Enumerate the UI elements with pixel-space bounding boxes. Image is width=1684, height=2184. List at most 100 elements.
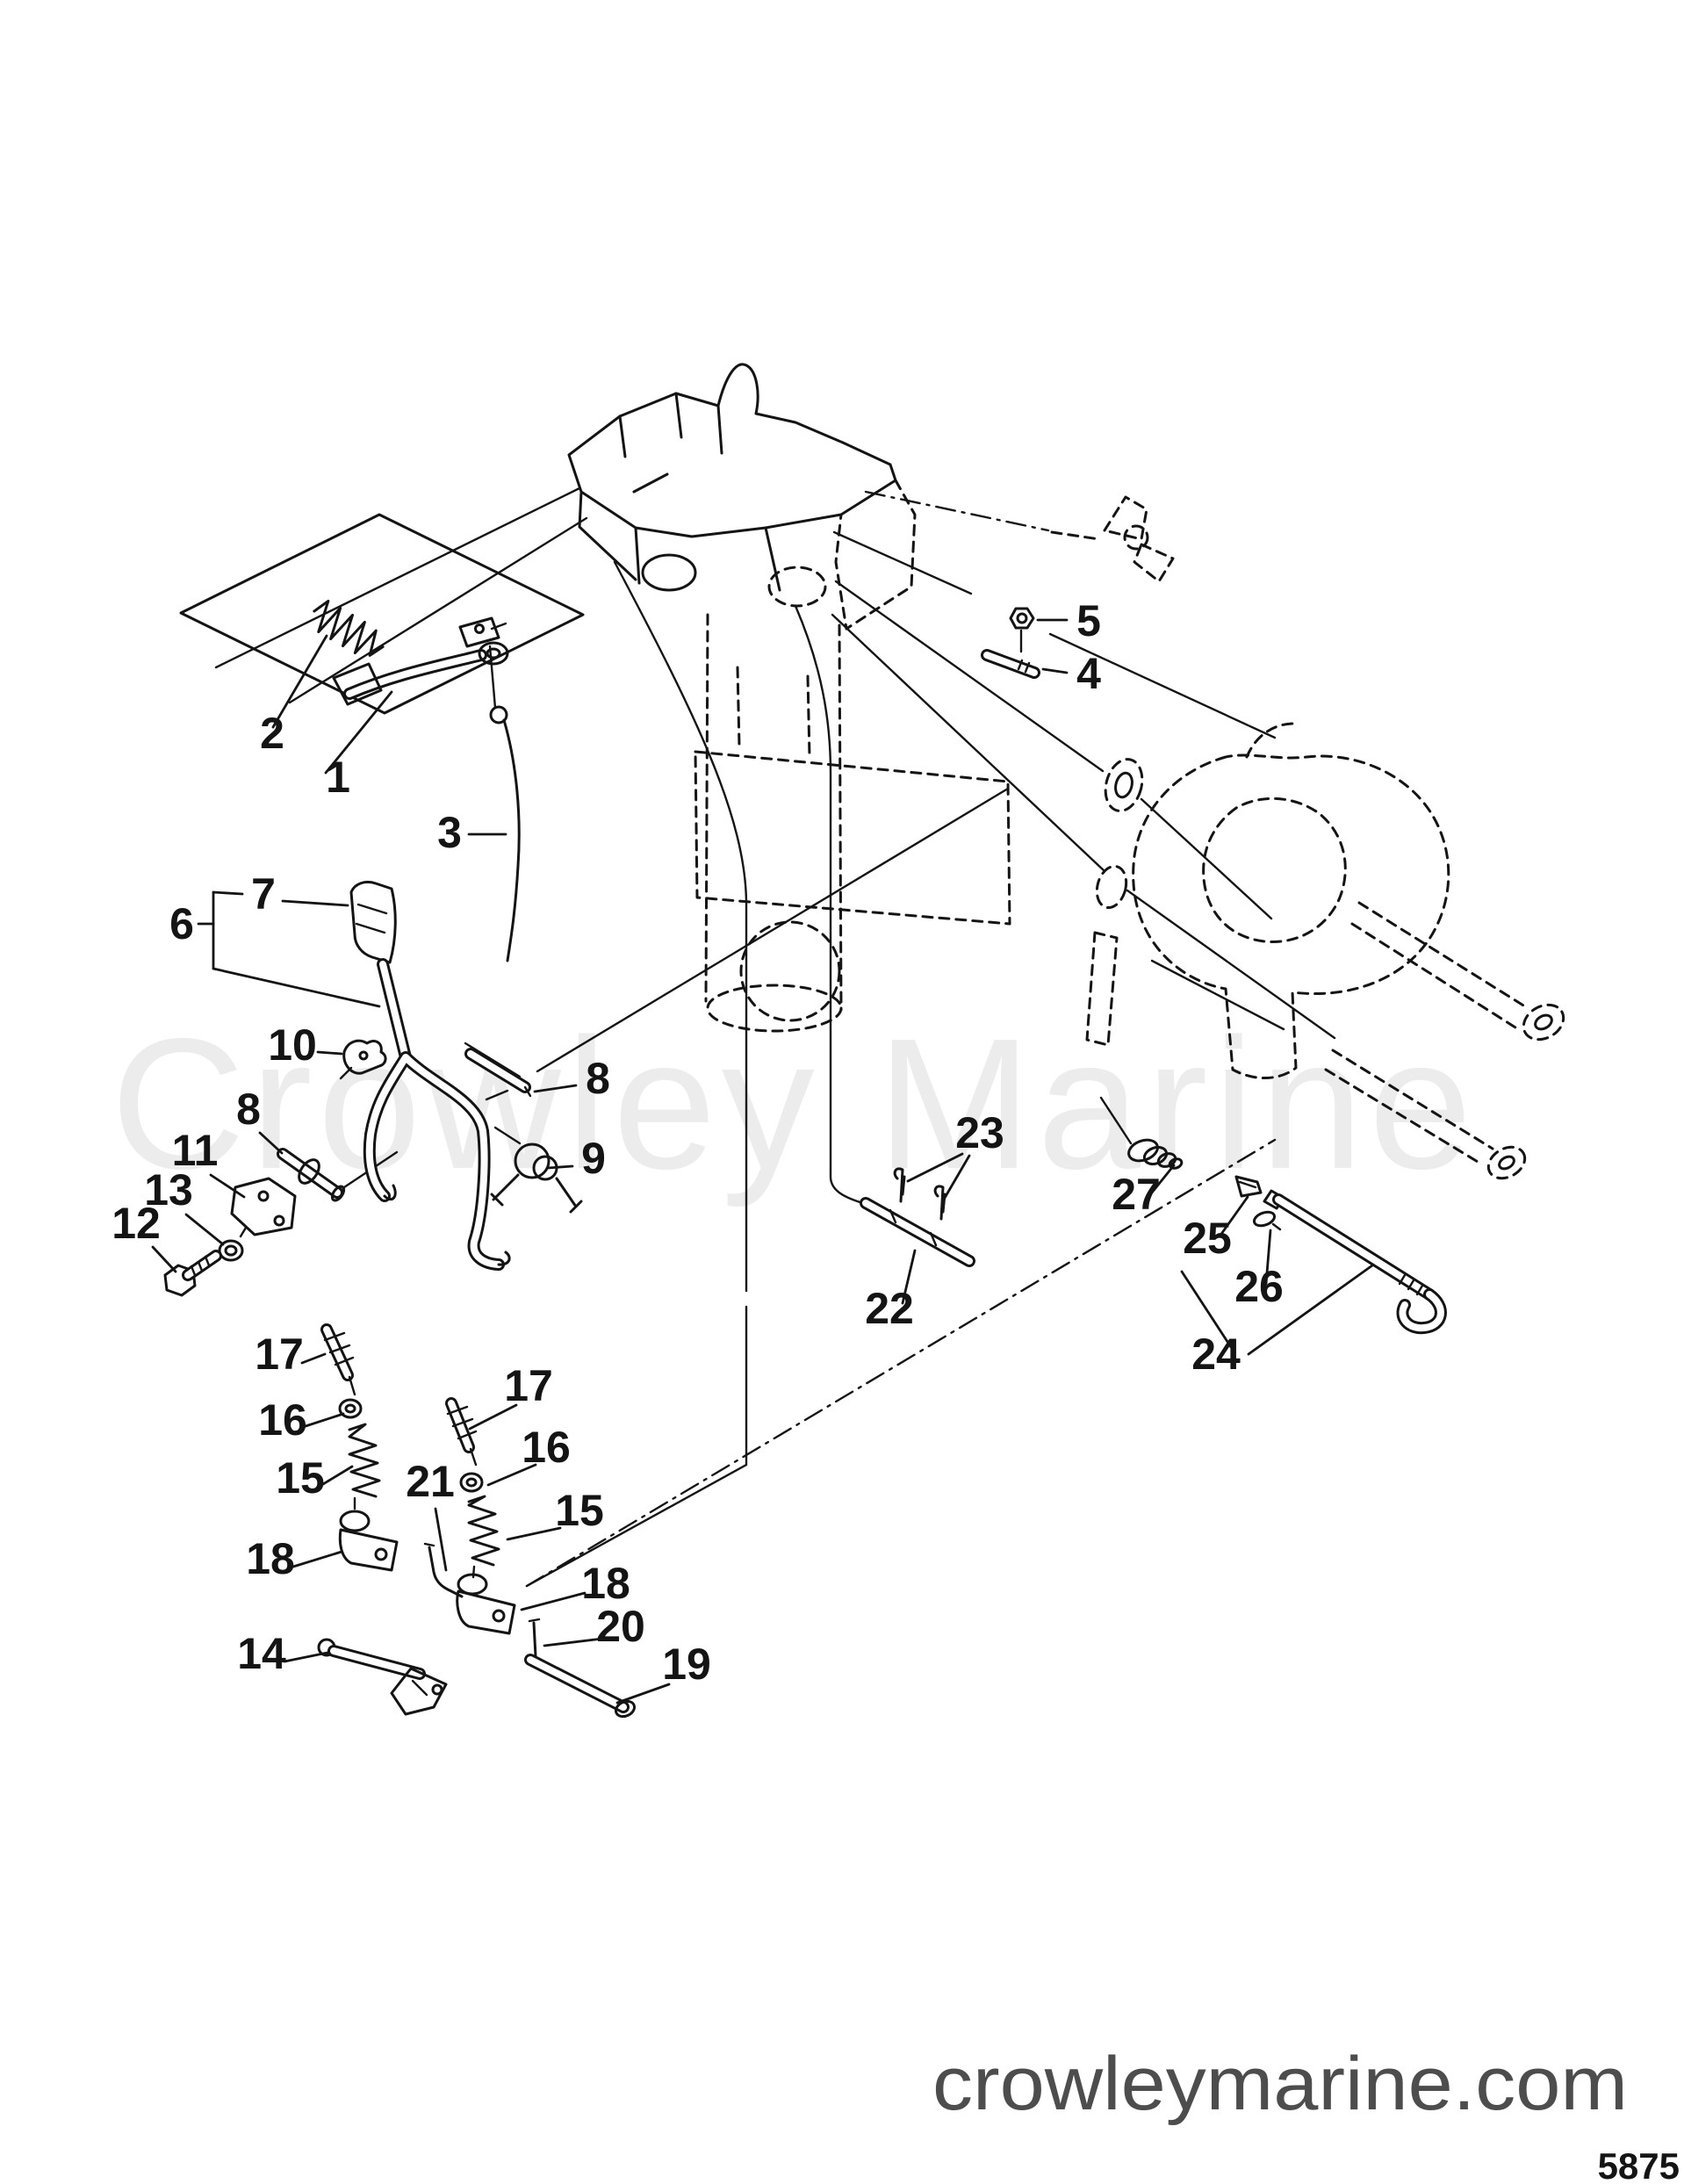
- callout-label-7: 7: [251, 869, 276, 919]
- callout-label-18: 18: [246, 1534, 295, 1583]
- part21-pin: [423, 1542, 464, 1598]
- footer-brand-text: crowleymarine.com: [932, 2042, 1628, 2126]
- callout-label-4: 4: [1076, 649, 1101, 698]
- callout-leader-15: [321, 1465, 354, 1486]
- callout-label-9: 9: [581, 1134, 606, 1183]
- callout-label-8: 8: [236, 1085, 261, 1134]
- part26-link: [1252, 1210, 1282, 1231]
- callout-label-24: 24: [1191, 1330, 1241, 1379]
- part11-bracket: [230, 1177, 297, 1238]
- part16-ring-right: [459, 1472, 484, 1493]
- callout-leader-1: [324, 690, 393, 775]
- callout-label-18: 18: [581, 1559, 630, 1608]
- part22-rod: [860, 1167, 975, 1267]
- callout-label-27: 27: [1112, 1170, 1161, 1219]
- callout-label-2: 2: [260, 709, 284, 758]
- part6-lock-lever: [349, 880, 511, 1271]
- clamp-bracket-hidden: [1085, 722, 1450, 1080]
- callout-leader-9: [546, 1164, 574, 1170]
- callout-leader-8: [533, 1084, 578, 1093]
- watermark-text: Crowley Marine: [111, 999, 1478, 1207]
- callout-leader-18: [291, 1550, 343, 1568]
- callout-leader-11: [209, 1173, 246, 1199]
- callout-leader-27: [1150, 1164, 1176, 1194]
- callout-label-6: 6: [169, 899, 194, 948]
- part5-nut: [1009, 607, 1035, 653]
- callout-label-16: 16: [258, 1395, 307, 1445]
- part15-spring-right: [467, 1495, 500, 1579]
- part15-spring-left: [348, 1423, 381, 1510]
- part18-follower-right: [456, 1573, 516, 1635]
- callout-leader-23: [943, 1154, 971, 1200]
- callout-leader-17: [468, 1403, 518, 1431]
- callout-label-3: 3: [437, 808, 462, 857]
- part3-rod: [488, 645, 521, 962]
- callout-leader-6: [212, 890, 244, 896]
- callout-leader-14: [283, 1651, 329, 1663]
- callout-label-15: 15: [276, 1453, 325, 1503]
- part1-lever: [332, 616, 509, 706]
- callout-label-13: 13: [144, 1165, 193, 1215]
- part24-hook-rod: [1263, 1189, 1447, 1335]
- part20-pin: [528, 1618, 541, 1658]
- doc-number-text: 5875: [1598, 2145, 1680, 2184]
- callout-label-1: 1: [326, 753, 350, 802]
- callout-leader-26: [1264, 1229, 1272, 1286]
- callout-leader-19: [615, 1683, 671, 1705]
- callout-label-8: 8: [586, 1054, 610, 1103]
- callout-leader-10: [316, 1050, 343, 1056]
- callout-label-22: 22: [865, 1284, 914, 1333]
- callout-leader-21: [434, 1507, 448, 1572]
- callout-label-12: 12: [112, 1199, 161, 1248]
- callout-leader-23: [906, 1152, 964, 1183]
- callout-label-26: 26: [1234, 1262, 1284, 1311]
- callout-label-15: 15: [555, 1486, 604, 1535]
- callout-leader-22: [901, 1249, 917, 1305]
- part19-rod: [524, 1654, 637, 1719]
- part8-rail: [464, 1042, 532, 1101]
- part12-bolt: [163, 1250, 222, 1297]
- wing-screw-hidden: [1050, 495, 1175, 583]
- clamp-screws-hidden: [1324, 901, 1565, 1180]
- part14-lever: [317, 1638, 448, 1716]
- callout-leader-4: [1041, 667, 1069, 674]
- callout-leader-6: [212, 967, 381, 1008]
- part13-washer: [218, 1239, 244, 1262]
- callout-label-17: 17: [255, 1330, 304, 1379]
- callout-leader-15: [506, 1526, 562, 1541]
- part25-clip: [1234, 1175, 1263, 1198]
- callout-label-20: 20: [596, 1602, 645, 1651]
- part17-plunger-right: [445, 1397, 478, 1467]
- callout-leader-13: [184, 1213, 225, 1246]
- callout-leader-2: [271, 634, 328, 729]
- part27-spring: [1099, 1096, 1184, 1170]
- callout-leader-16: [304, 1412, 345, 1428]
- callout-label-19: 19: [662, 1640, 711, 1689]
- callout-leader-24: [1180, 1270, 1233, 1349]
- callout-label-21: 21: [406, 1457, 455, 1506]
- callout-leader-20: [543, 1637, 604, 1647]
- callout-label-11: 11: [172, 1126, 219, 1175]
- callout-leader-25: [1218, 1195, 1249, 1238]
- callout-leader-8: [258, 1131, 284, 1155]
- callout-label-25: 25: [1183, 1214, 1232, 1263]
- part16-ring-left: [338, 1398, 363, 1419]
- part2-spring: [313, 599, 385, 657]
- part10-clip: [339, 1039, 387, 1080]
- callout-label-5: 5: [1076, 596, 1101, 645]
- part17-plunger-left: [320, 1323, 356, 1396]
- swivel-tube-hidden: [694, 613, 1011, 1033]
- callout-leader-17: [300, 1352, 327, 1365]
- callout-label-14: 14: [237, 1629, 286, 1678]
- callout-label-23: 23: [955, 1108, 1004, 1157]
- axis-lines: [214, 487, 1336, 1588]
- callout-label-17: 17: [504, 1361, 553, 1410]
- callout-label-10: 10: [268, 1020, 317, 1070]
- callout-leader-16: [486, 1463, 537, 1487]
- callout-leader-12: [151, 1245, 177, 1273]
- part4-pin: [981, 649, 1040, 679]
- callout-leader-18: [520, 1591, 587, 1611]
- part18-follower-left: [338, 1510, 399, 1572]
